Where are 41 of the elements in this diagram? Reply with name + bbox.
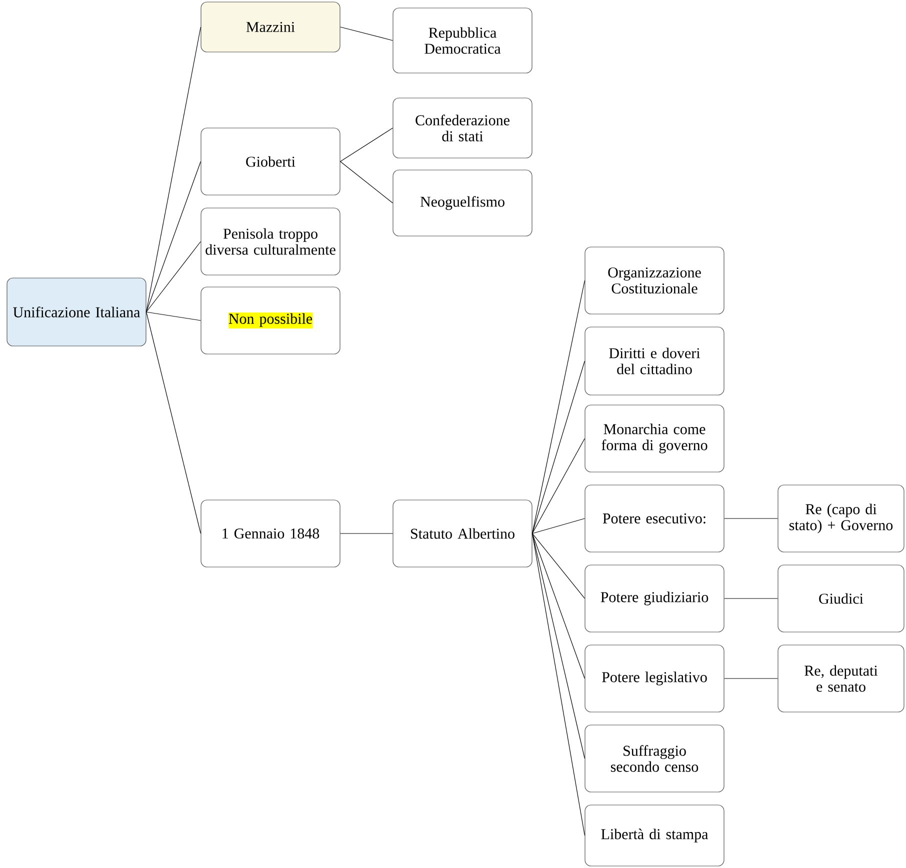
concept-box: 1 Gennaio 1848 (200, 500, 340, 568)
connector-line (146, 26, 201, 312)
concept-box: Gioberti (200, 128, 340, 196)
connector-line (724, 598, 778, 599)
concept-box: Re (capo di stato) + Governo (778, 484, 904, 552)
concept-box: Diritti e doveri del cittadino (584, 326, 724, 396)
concept-box: Mazzini (200, 2, 340, 52)
concept-box: Suffraggio secondo censo (584, 724, 724, 792)
concept-box: Unificazione Italiana (6, 278, 146, 346)
concept-box: Organizzazione Costituzionale (584, 246, 724, 314)
connector-line (532, 533, 585, 759)
connector-line (724, 678, 778, 679)
concept-box: Giudici (778, 564, 904, 632)
connector-line (146, 312, 201, 534)
connector-line (532, 533, 585, 836)
concept-box: Potere legislativo (584, 644, 724, 712)
connector-line (532, 360, 585, 534)
connector-line (340, 161, 393, 204)
concept-box: Potere esecutivo: (584, 484, 724, 552)
connector-line (146, 312, 201, 321)
connector-line (532, 518, 585, 534)
concept-box: Statuto Albertino (392, 500, 532, 568)
connector-line (532, 280, 585, 534)
connector-line (340, 26, 393, 41)
concept-box: Repubblica Democratica (392, 8, 532, 74)
connector-line (724, 518, 778, 519)
concept-box: Neoguelfismo (392, 170, 532, 236)
concept-box: Penisola troppo diversa culturalmente (200, 208, 340, 276)
connector-line (340, 128, 393, 162)
connector-line (532, 533, 585, 679)
concept-box: Non possibile (200, 286, 340, 354)
concept-box: Monarchia come forma di governo (584, 404, 724, 472)
concept-box: Confederazione di stati (392, 98, 532, 158)
concept-box: Re, deputati e senato (778, 644, 904, 712)
connector-line (532, 438, 585, 534)
concept-box: Libertà di stampa (584, 804, 724, 866)
connector-line (340, 533, 393, 534)
connector-line (532, 533, 585, 599)
concept-box: Potere giudiziario (584, 564, 724, 632)
connector-line (146, 161, 201, 312)
connector-line (146, 241, 201, 312)
